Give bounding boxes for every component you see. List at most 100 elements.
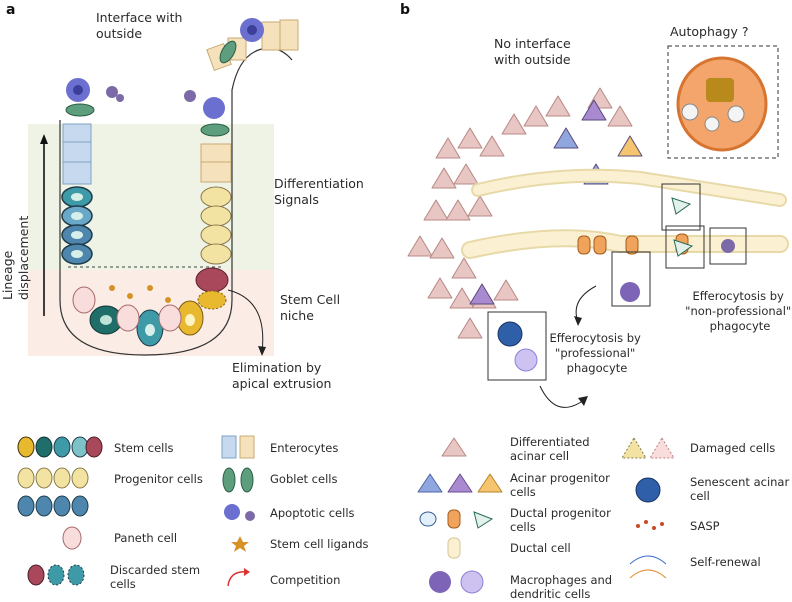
legend-swatch: [224, 504, 240, 520]
acinar-cell: [445, 199, 471, 221]
legend-macrophages: Macrophages and dendritic cells: [429, 570, 616, 601]
legend-goblet-label: Goblet cells: [270, 472, 337, 486]
legend-stem-cells: Stem cells: [17, 436, 174, 458]
legend-swatch: [35, 436, 53, 458]
cycle-arrow: [539, 385, 585, 408]
legend-swatch: [35, 467, 53, 489]
legend-swatch: [53, 495, 71, 517]
legend-swatch: [245, 511, 255, 521]
niche-label: Stem Cell niche: [280, 292, 344, 323]
legend-swatch: [629, 569, 667, 579]
paneth-cell: [72, 286, 96, 314]
legend-progenitor-label: Progenitor cells: [114, 472, 203, 486]
legend-ductal-progenitor: Ductal progenitor cells: [419, 506, 614, 534]
legend-swatch: [222, 467, 236, 493]
progenitor-cell: [200, 243, 232, 265]
legend-swatch: [652, 526, 656, 530]
panel-a: a: [0, 2, 364, 391]
efferocytosis-box: [611, 251, 651, 307]
legend-self-renewal-label: Self-renewal: [690, 555, 761, 569]
branch-duct-lumen: [473, 170, 785, 205]
elimination-arrowhead: [258, 346, 266, 356]
autophagosome: [704, 116, 720, 132]
ligand: [109, 285, 115, 291]
legend-competition: Competition: [227, 568, 340, 587]
acinar-cell: [423, 199, 449, 221]
legend-paneth-cell: Paneth cell: [62, 526, 177, 550]
lineage-arrowhead: [40, 134, 48, 144]
acinar-progenitor-cell: [617, 135, 643, 157]
legend-swatch: [629, 555, 667, 565]
legend-swatch: [649, 437, 675, 459]
legend-swatch: [71, 495, 89, 517]
ligand: [127, 293, 133, 299]
legend-discarded-label: Discarded stem cells: [110, 563, 204, 591]
goblet-cell: [219, 40, 237, 64]
left-epithelial-column: [61, 78, 124, 265]
acinar-cell: [429, 237, 455, 259]
panel-b-letter: b: [400, 2, 410, 18]
legend-swatch: [660, 522, 664, 526]
legend-swatch: [429, 571, 451, 593]
autophagy-box: [667, 45, 779, 159]
right-epithelial-column: [184, 18, 299, 265]
efferocytosis-box: [709, 227, 747, 265]
legend-swatch: [17, 436, 35, 458]
acinar-cell: [453, 163, 479, 185]
legend-competition-label: Competition: [270, 573, 340, 587]
legend-sasp-label: SASP: [690, 519, 720, 533]
autophagic-cell: [676, 56, 768, 152]
ligand: [147, 285, 153, 291]
niche-cells: [72, 267, 229, 347]
autophagosome: [727, 105, 745, 123]
ductal-progenitor: [577, 235, 591, 255]
legend-swatch: [85, 436, 103, 458]
enterocyte: [62, 123, 92, 143]
legend-swatch: [17, 495, 35, 517]
nucleus: [71, 250, 83, 258]
legend-swatch: [419, 511, 437, 527]
paneth-cell: [116, 304, 140, 332]
legend-apoptotic-label: Apoptotic cells: [270, 506, 355, 520]
legend-swatch: [221, 435, 237, 459]
acinar-cell: [457, 127, 483, 149]
panel-a-letter: a: [6, 2, 15, 18]
discarded-stem-cell: [197, 290, 227, 310]
legend-enterocytes: Enterocytes: [221, 435, 338, 459]
enterocyte: [261, 21, 281, 51]
legend-swatch: [71, 467, 89, 489]
legend-swatch: [62, 526, 82, 550]
enterocyte: [279, 19, 299, 51]
legend-swatch: [447, 537, 461, 559]
legend-stem-cell-ligands: Stem cell ligands: [231, 536, 369, 552]
legend-b: Differentiated acinar cell Acinar progen…: [417, 435, 789, 601]
legend-macrophages-label: Macrophages and dendritic cells: [510, 573, 616, 601]
enterocyte: [62, 161, 92, 185]
legend-swatch: [621, 437, 647, 459]
enterocyte: [62, 141, 92, 163]
legend-differentiated-label: Differentiated acinar cell: [510, 435, 593, 463]
acinar-progenitor-cell: [553, 127, 579, 149]
acinar-cell: [607, 105, 633, 127]
legend-ductal-progenitor-label: Ductal progenitor cells: [510, 506, 614, 534]
nucleus: [100, 315, 112, 325]
acinar-cell: [407, 235, 433, 257]
apoptotic-fragment: [106, 86, 118, 98]
ductal-progenitor-phagocyte: [671, 197, 692, 215]
legend-sasp: SASP: [636, 519, 720, 533]
autophagy-label: Autophagy ?: [670, 24, 748, 39]
efferocytosis-professional-label: Efferocytosis by "professional" phagocyt…: [549, 331, 644, 375]
acinar-cell: [449, 287, 475, 309]
legend-swatch: [460, 570, 484, 594]
legend-swatch: [67, 564, 85, 586]
enterocyte: [200, 143, 232, 163]
panel-b: b No interface with outside Autophagy ?: [400, 2, 792, 408]
legend-damaged-cells: Damaged cells: [621, 437, 775, 459]
progenitor-cell: [200, 205, 232, 227]
acinar-cell: [501, 113, 527, 135]
macrophage: [620, 282, 640, 302]
efferocytosis-nonprofessional-label: Efferocytosis by "non-professional" phag…: [685, 289, 792, 333]
apoptotic-nucleus: [247, 25, 257, 35]
autophagosome: [681, 103, 699, 121]
